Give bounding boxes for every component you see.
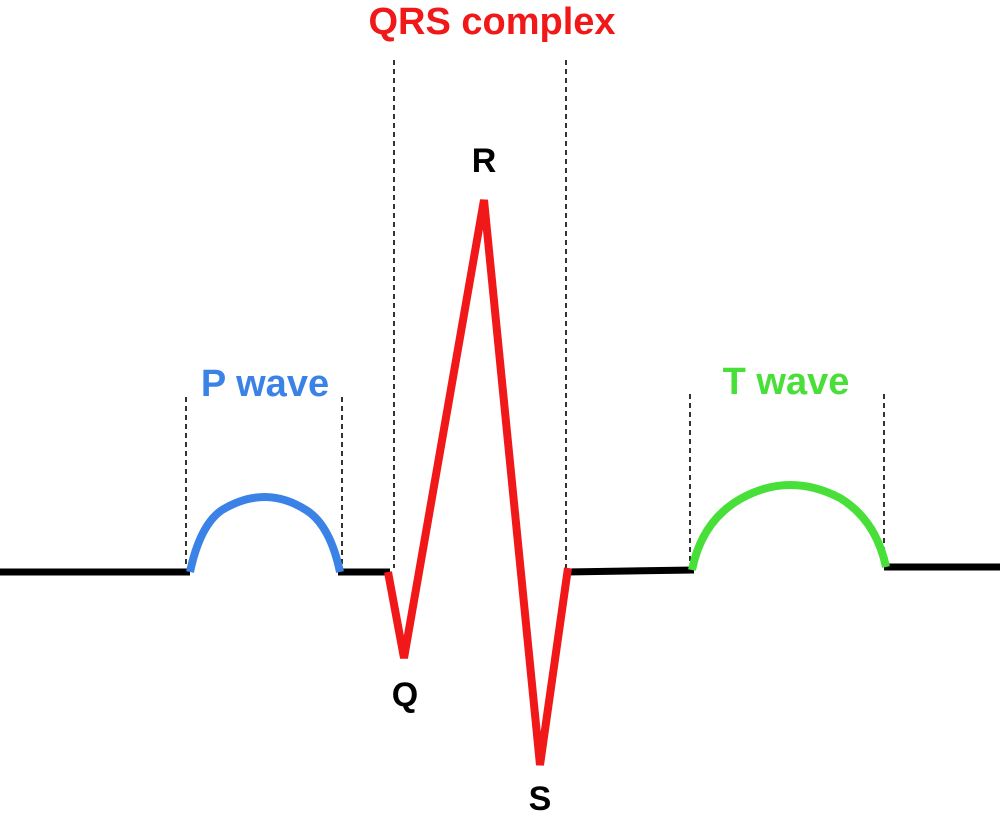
baseline-segment-3 [565, 566, 695, 576]
baseline [0, 563, 1000, 576]
q-point-label: Q [392, 676, 418, 714]
guide-lines [185, 60, 885, 568]
t-wave-label: T wave [723, 361, 850, 403]
p-wave-curve [186, 493, 344, 573]
qrs-complex-label: QRS complex [368, 1, 615, 43]
qrs-complex-curve [384, 199, 572, 766]
r-peak-label: R [472, 142, 497, 180]
p-wave-label: P wave [201, 363, 329, 405]
s-point-label: S [529, 780, 552, 818]
t-wave-curve [688, 481, 890, 571]
